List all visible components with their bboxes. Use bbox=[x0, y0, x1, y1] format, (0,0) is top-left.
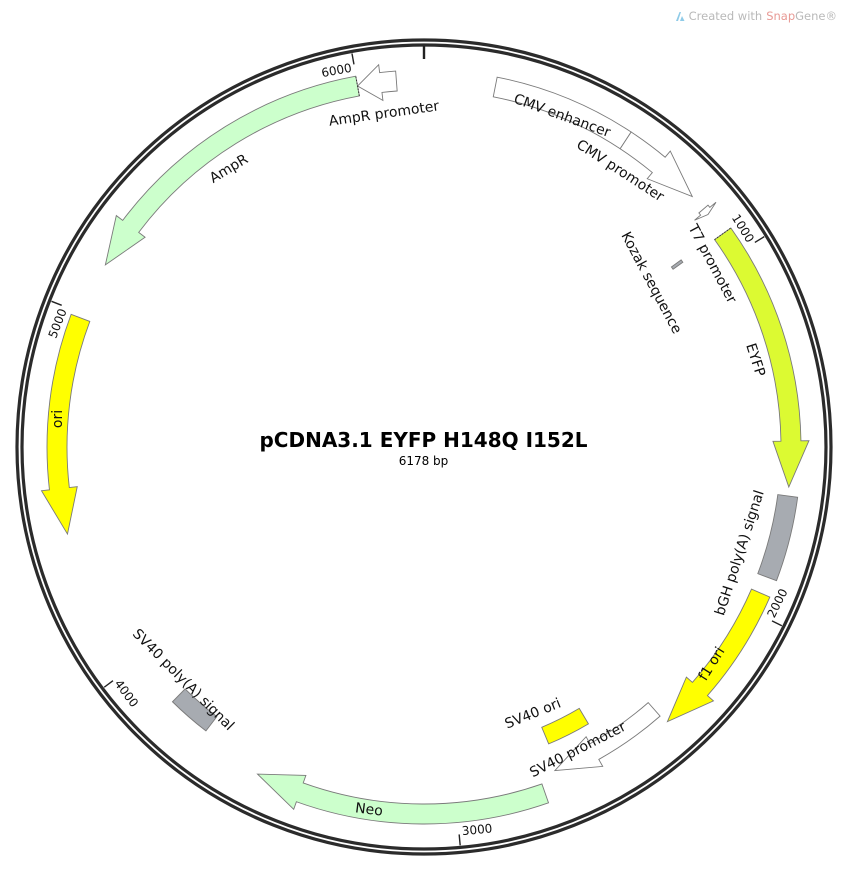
watermark-brand-gene: Gene® bbox=[795, 9, 837, 23]
feature-boundary bbox=[355, 76, 360, 96]
watermark-prefix: Created with bbox=[688, 9, 763, 23]
tick-mark bbox=[754, 236, 765, 244]
label-ampr-promoter: AmpR promoter bbox=[328, 98, 441, 129]
watermark-brand-snap: Snap bbox=[766, 9, 796, 23]
plasmid-name: pCDNA3.1 EYFP H148Q I152L bbox=[259, 428, 588, 452]
tick-label: 3000 bbox=[461, 821, 493, 838]
feature-sv40-poly-a-signal[interactable] bbox=[171, 688, 218, 732]
tick-mark bbox=[51, 300, 62, 306]
feature-bgh-poly-a-signal[interactable] bbox=[757, 494, 799, 582]
tick-mark bbox=[771, 620, 783, 627]
feature-eyfp[interactable] bbox=[713, 227, 810, 489]
plasmid-size: 6178 bp bbox=[398, 454, 449, 468]
snapgene-logo-icon bbox=[675, 11, 685, 21]
feature-f1-ori[interactable] bbox=[666, 588, 771, 723]
feature-track bbox=[40, 63, 810, 825]
tick-mark bbox=[351, 53, 355, 65]
tick-label: 2000 bbox=[764, 586, 790, 620]
feature-kozak-sequence[interactable] bbox=[670, 259, 684, 270]
backbone-strand bbox=[20, 43, 828, 851]
label-eyfp: EYFP bbox=[742, 341, 768, 378]
feature-ampr-promoter[interactable] bbox=[356, 63, 398, 102]
snapgene-watermark: Created with SnapGene® bbox=[675, 9, 837, 23]
feature-sv40-promoter[interactable] bbox=[553, 701, 661, 772]
plasmid-backbone bbox=[15, 38, 833, 856]
feature-ori[interactable] bbox=[40, 313, 91, 536]
feature-sv40-ori[interactable] bbox=[541, 707, 590, 745]
label-sv40-poly-a-signal: SV40 poly(A) signal bbox=[129, 626, 237, 734]
tick-mark bbox=[458, 834, 461, 846]
feature-ampr[interactable] bbox=[104, 75, 360, 266]
feature-boundary bbox=[714, 227, 732, 241]
feature-t7-promoter[interactable] bbox=[694, 201, 717, 221]
backbone-strand bbox=[15, 38, 833, 856]
label-ori: ori bbox=[50, 410, 66, 428]
feature-neo[interactable] bbox=[256, 773, 550, 825]
tick-mark bbox=[103, 680, 114, 688]
label-neo: Neo bbox=[354, 800, 383, 819]
label-kozak-sequence: Kozak sequence bbox=[617, 229, 684, 336]
tick-label: 6000 bbox=[320, 61, 353, 80]
feature-cmv-promoter[interactable] bbox=[619, 131, 694, 198]
